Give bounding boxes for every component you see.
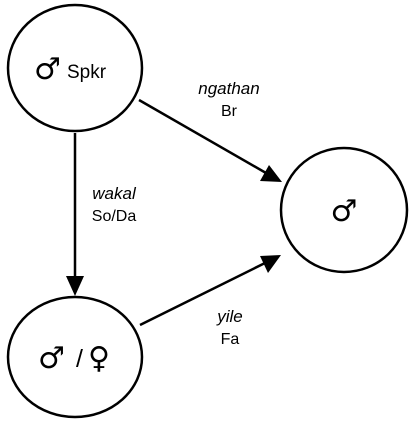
edge-term-ngathan: ngathan	[198, 79, 259, 98]
arrowhead-child	[66, 276, 84, 296]
edge-gloss-so-da: So/Da	[92, 208, 137, 225]
edge-term-wakal: wakal	[92, 184, 137, 203]
arrowhead-sibling-top	[260, 165, 282, 182]
sibling-male-symbol: ♂	[331, 194, 358, 229]
edge-gloss-br: Br	[221, 103, 238, 120]
edge-term-yile: yile	[216, 307, 243, 326]
edge-speaker-to-sibling	[138, 98, 267, 175]
child-female-symbol: ♀	[88, 341, 110, 376]
child-separator: /	[76, 345, 83, 373]
node-speaker	[6, 3, 144, 133]
speaker-label: Spkr	[67, 62, 107, 83]
edge-child-to-sibling	[139, 261, 266, 327]
edge-gloss-fa: Fa	[221, 331, 240, 348]
node-child	[6, 295, 144, 419]
speaker-male-symbol: ♂	[34, 52, 61, 87]
node-sibling	[279, 146, 409, 274]
arrowhead-sibling-bottom	[260, 255, 281, 273]
child-male-symbol: ♂	[38, 341, 65, 376]
